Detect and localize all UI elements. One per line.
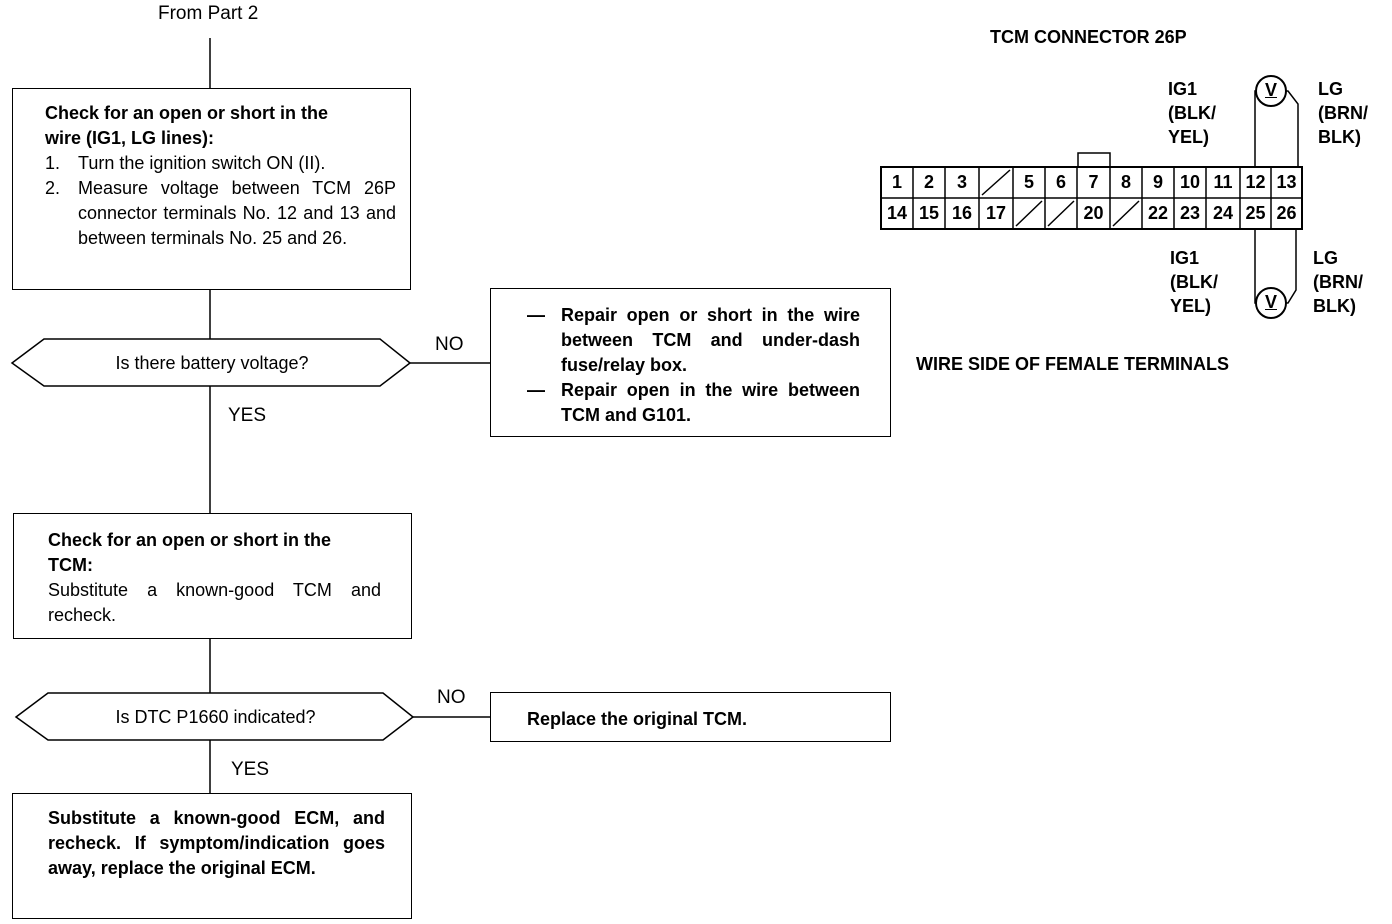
decision1-shape	[10, 338, 412, 387]
terminal-5: 5	[1023, 172, 1034, 192]
terminal-16: 16	[951, 203, 973, 223]
terminal-empty-slash	[1015, 200, 1043, 227]
substitute-ecm-box: Substitute a known-good ECM, and recheck…	[12, 793, 412, 919]
terminal-empty	[979, 167, 1013, 197]
bottom-left-wire-label: IG1 (BLK/ YEL)	[1170, 248, 1218, 316]
terminal-3: 3	[956, 172, 967, 192]
terminal-empty	[1110, 198, 1142, 228]
decision2-no-label: NO	[437, 687, 466, 708]
top-right-wire-label: LG (BRN/ BLK)	[1318, 79, 1368, 147]
terminal-empty-slash	[1112, 200, 1140, 227]
check-wire-step-2: 2.Measure voltage between TCM 26P connec…	[45, 178, 396, 248]
terminal-22: 22	[1147, 203, 1169, 223]
terminal-25: 25	[1245, 203, 1266, 223]
terminal-17: 17	[985, 203, 1007, 223]
terminal-1: 1	[891, 172, 902, 192]
decision1-yes-label: YES	[228, 405, 267, 426]
top-left-wire-label: IG1 (BLK/ YEL)	[1168, 79, 1216, 147]
terminal-6: 6	[1055, 172, 1066, 192]
terminal-9: 9	[1152, 172, 1163, 192]
decision-battery-voltage: Is there battery voltage?	[115, 353, 309, 373]
voltmeter-bottom-icon: V	[1255, 287, 1287, 319]
terminal-12: 12	[1245, 172, 1266, 192]
connector-title: TCM CONNECTOR 26P	[990, 27, 1187, 47]
terminal-2: 2	[923, 172, 934, 192]
terminal-11: 11	[1213, 172, 1233, 192]
repair-wire-box: —Repair open or short in the wire betwee…	[490, 288, 891, 437]
terminal-20: 20	[1083, 203, 1104, 223]
substitute-ecm-text: Substitute a known-good ECM, and recheck…	[48, 808, 385, 878]
check-wire-title-2: wire (IG1, LG lines):	[45, 128, 215, 148]
terminal-empty	[1013, 198, 1045, 228]
terminal-empty-slash	[981, 169, 1011, 196]
check-wire-step-1: 1.Turn the ignition switch ON (II).	[45, 153, 326, 173]
check-tcm-body: Substitute a known-good TCM and recheck.	[48, 580, 381, 625]
check-tcm-title-2: TCM:	[48, 555, 93, 575]
repair-item-2: —Repair open in the wire between TCM and…	[527, 380, 860, 425]
terminal-14: 14	[886, 203, 908, 223]
replace-tcm-box: Replace the original TCM.	[490, 692, 891, 742]
terminal-23: 23	[1179, 203, 1201, 223]
decision2-shape	[14, 692, 415, 741]
from-part-label: From Part 2	[158, 3, 259, 24]
decision1-no-label: NO	[435, 334, 464, 355]
check-wire-box: Check for an open or short in the wire (…	[12, 88, 411, 290]
terminal-7: 7	[1088, 172, 1099, 192]
terminal-15: 15	[918, 203, 940, 223]
terminal-empty	[1045, 198, 1077, 228]
bottom-right-wire-label: LG (BRN/ BLK)	[1313, 248, 1363, 316]
decision-dtc-indicated: Is DTC P1660 indicated?	[115, 707, 316, 727]
check-wire-title-1: Check for an open or short in the	[45, 103, 329, 123]
repair-item-1: —Repair open or short in the wire betwee…	[527, 305, 860, 375]
replace-tcm-text: Replace the original TCM.	[527, 709, 748, 729]
check-tcm-box: Check for an open or short in the TCM: S…	[13, 513, 412, 639]
check-tcm-title-1: Check for an open or short in the	[48, 530, 332, 550]
terminal-empty-slash	[1047, 200, 1075, 227]
connector-caption: WIRE SIDE OF FEMALE TERMINALS	[916, 354, 1229, 374]
decision2-yes-label: YES	[231, 759, 270, 780]
terminal-26: 26	[1276, 203, 1297, 223]
terminal-13: 13	[1276, 172, 1297, 192]
voltmeter-top-icon: V	[1255, 75, 1287, 107]
terminal-8: 8	[1120, 172, 1131, 192]
terminal-24: 24	[1212, 203, 1234, 223]
terminal-10: 10	[1179, 172, 1201, 192]
